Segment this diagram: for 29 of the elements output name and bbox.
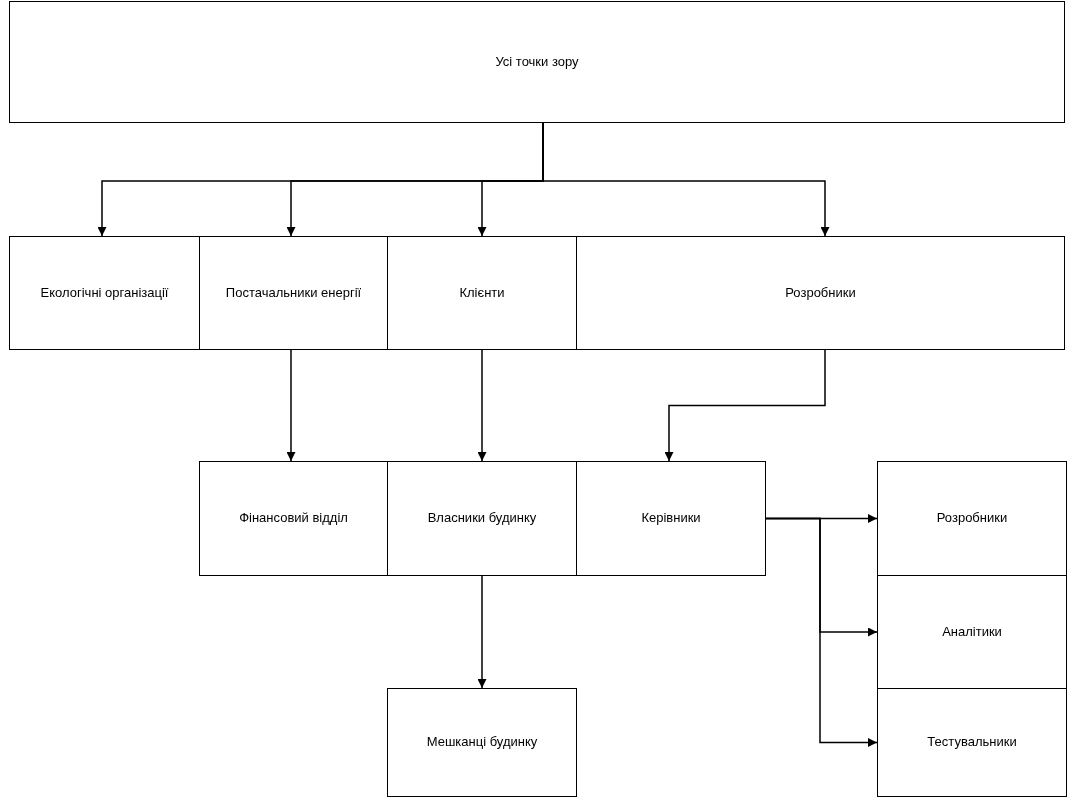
org-box (9, 236, 200, 350)
org-box (576, 236, 1065, 350)
connector-arrow (765, 517, 878, 747)
org-box (576, 461, 766, 576)
org-box (199, 236, 388, 350)
org-box (877, 575, 1067, 689)
box-label: Клієнти (459, 283, 505, 302)
org-box (877, 688, 1067, 797)
box-label: Екологічні організації (40, 283, 169, 302)
org-box (199, 461, 388, 576)
box-label: Фінансовий відділ (239, 509, 348, 528)
connector-arrow (664, 349, 826, 462)
box-label: Тестувальники (927, 733, 1017, 752)
org-box (877, 461, 1067, 576)
connector-arrow (477, 575, 487, 689)
box-label: Аналітики (942, 622, 1002, 641)
box-label: Розробники (936, 509, 1008, 528)
box-label: Постачальники енергії (225, 283, 362, 302)
connector-arrow (286, 349, 296, 462)
org-box (387, 236, 577, 350)
box-label: Власники будинку (427, 509, 537, 528)
box-label: Мешканці будинку (426, 733, 538, 752)
org-box (387, 461, 577, 576)
box-label: Розробники (785, 283, 856, 302)
box-label: Усі точки зору (495, 52, 579, 71)
org-box (9, 1, 1065, 123)
org-box (387, 688, 577, 797)
box-label: Керівники (641, 509, 701, 528)
connector-arrow (477, 349, 487, 462)
